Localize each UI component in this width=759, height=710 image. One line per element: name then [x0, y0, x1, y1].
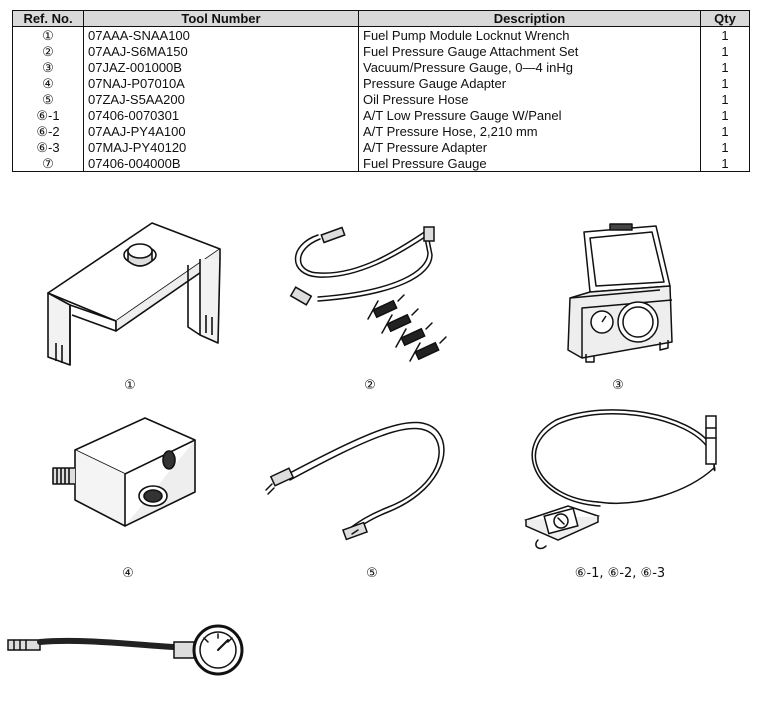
header-description: Description [358, 10, 701, 27]
description-cell: A/T Pressure Adapter [358, 139, 701, 155]
header-qty: Qty [700, 10, 750, 27]
fuel-pressure-gauge-illustration [4, 612, 254, 688]
ref-no-cell: ① [12, 26, 84, 43]
qty-cell: 1 [700, 91, 750, 107]
header-tool-number: Tool Number [83, 10, 359, 27]
table-header-row: Ref. No. Tool Number Description Qty [12, 10, 750, 27]
ref-no-cell: ⑥-3 [12, 139, 84, 155]
description-cell: Pressure Gauge Adapter [358, 75, 701, 91]
table-row: ④ 07NAJ-P07010A Pressure Gauge Adapter 1 [12, 75, 750, 91]
caption-tool-2: ② [364, 378, 376, 393]
header-ref-no: Ref. No. [12, 10, 84, 27]
caption-tool-3: ③ [612, 378, 624, 393]
ref-no-cell: ④ [12, 75, 84, 91]
vacuum-gauge-case-illustration [560, 222, 680, 372]
tool-number-cell: 07MAJ-PY40120 [83, 139, 359, 155]
qty-cell: 1 [700, 107, 750, 123]
ref-no-cell: ⑥-1 [12, 107, 84, 123]
table-row: ⑥-1 07406-0070301 A/T Low Pressure Gauge… [12, 107, 750, 123]
table-row: ① 07AAA-SNAA100 Fuel Pump Module Locknut… [12, 26, 750, 43]
table-row: ⑥-2 07AAJ-PY4A100 A/T Pressure Hose, 2,2… [12, 123, 750, 139]
tool-number-cell: 07NAJ-P07010A [83, 75, 359, 91]
table-row: ⑤ 07ZAJ-S5AA200 Oil Pressure Hose 1 [12, 91, 750, 107]
qty-cell: 1 [700, 75, 750, 91]
ref-no-cell: ⑦ [12, 155, 84, 172]
qty-cell: 1 [700, 26, 750, 43]
caption-tool-6: ⑥-1, ⑥-2, ⑥-3 [574, 566, 666, 581]
ref-no-cell: ⑤ [12, 91, 84, 107]
description-cell: Vacuum/Pressure Gauge, 0—4 inHg [358, 59, 701, 75]
tool-number-cell: 07JAZ-001000B [83, 59, 359, 75]
qty-cell: 1 [700, 139, 750, 155]
attachment-set-illustration [278, 215, 468, 375]
description-cell: A/T Pressure Hose, 2,210 mm [358, 123, 701, 139]
table-row: ⑥-3 07MAJ-PY40120 A/T Pressure Adapter 1 [12, 139, 750, 155]
description-cell: Fuel Pressure Gauge [358, 155, 701, 172]
special-tools-table: Ref. No. Tool Number Description Qty ① 0… [12, 10, 750, 172]
qty-cell: 1 [700, 155, 750, 172]
ref-no-cell: ⑥-2 [12, 123, 84, 139]
qty-cell: 1 [700, 59, 750, 75]
table-row: ⑦ 07406-004000B Fuel Pressure Gauge 1 [12, 155, 750, 172]
pressure-gauge-adapter-illustration [45, 410, 215, 555]
table-row: ② 07AAJ-S6MA150 Fuel Pressure Gauge Atta… [12, 43, 750, 59]
description-cell: Fuel Pressure Gauge Attachment Set [358, 43, 701, 59]
table-row: ③ 07JAZ-001000B Vacuum/Pressure Gauge, 0… [12, 59, 750, 75]
oil-pressure-hose-illustration [258, 412, 468, 552]
description-cell: Fuel Pump Module Locknut Wrench [358, 26, 701, 43]
at-low-pressure-gauge-illustration [518, 408, 738, 558]
qty-cell: 1 [700, 123, 750, 139]
qty-cell: 1 [700, 43, 750, 59]
tool-number-cell: 07406-0070301 [83, 107, 359, 123]
description-cell: A/T Low Pressure Gauge W/Panel [358, 107, 701, 123]
tool-number-cell: 07AAJ-S6MA150 [83, 43, 359, 59]
tool-number-cell: 07ZAJ-S5AA200 [83, 91, 359, 107]
tool-number-cell: 07AAJ-PY4A100 [83, 123, 359, 139]
caption-tool-1: ① [124, 378, 136, 393]
description-cell: Oil Pressure Hose [358, 91, 701, 107]
tool-number-cell: 07AAA-SNAA100 [83, 26, 359, 43]
caption-tool-5: ⑤ [366, 566, 378, 581]
ref-no-cell: ③ [12, 59, 84, 75]
tool-number-cell: 07406-004000B [83, 155, 359, 172]
ref-no-cell: ② [12, 43, 84, 59]
caption-tool-4: ④ [122, 566, 134, 581]
locknut-wrench-illustration [40, 215, 250, 375]
